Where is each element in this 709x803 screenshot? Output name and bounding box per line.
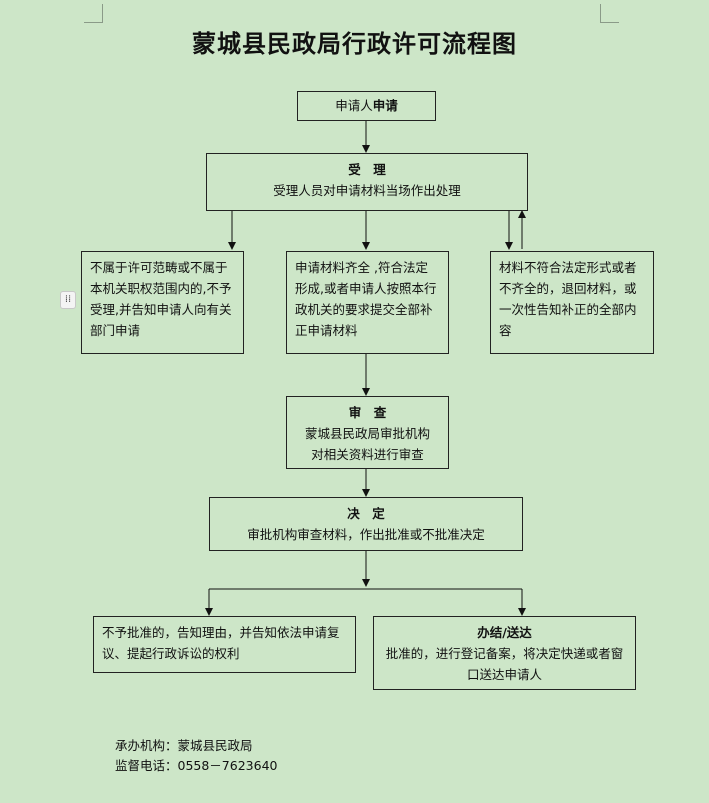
reject-text: 不予批准的，告知理由，并告知依法申请复议、提起行政诉讼的权利 bbox=[102, 625, 340, 661]
branch-right-text: 材料不符合法定形式或者不齐全的，退回材料，或一次性告知补正的全部内容 bbox=[499, 260, 637, 338]
decide-heading: 决 定 bbox=[347, 506, 385, 521]
branch-middle-text: 申请材料齐全 ,符合法定形成,或者申请人按照本行政机关的要求提交全部补正申请材料 bbox=[295, 260, 437, 338]
apply-box: 申请人申请 bbox=[297, 91, 436, 121]
accept-desc: 受理人员对申请材料当场作出处理 bbox=[273, 183, 461, 198]
page-title: 蒙城县民政局行政许可流程图 bbox=[192, 29, 517, 58]
review-box: 审 查 蒙城县民政局审批机构对相关资料进行审查 bbox=[286, 396, 449, 469]
review-heading: 审 查 bbox=[348, 405, 387, 420]
branch-middle-box: 申请材料齐全 ,符合法定形成,或者申请人按照本行政机关的要求提交全部补正申请材料 bbox=[286, 251, 449, 354]
footer-info: 承办机构：蒙城县民政局 监督电话：0558－7623640 bbox=[115, 736, 277, 776]
accept-box: 受 理 受理人员对申请材料当场作出处理 bbox=[206, 153, 528, 211]
branch-left-text: 不属于许可范畴或不属于本机关职权范围内的,不予受理,并告知申请人向有关部门申请 bbox=[90, 260, 232, 338]
decide-desc: 审批机构审查材料，作出批准或不批准决定 bbox=[247, 527, 485, 542]
branch-right-box: 材料不符合法定形式或者不齐全的，退回材料，或一次性告知补正的全部内容 bbox=[490, 251, 654, 354]
finish-box: 办结/送达 批准的，进行登记备案，将决定快递或者窗口送达申请人 bbox=[373, 616, 636, 690]
finish-desc: 批准的，进行登记备案，将决定快递或者窗口送达申请人 bbox=[385, 646, 624, 682]
footer-phone: 监督电话：0558－7623640 bbox=[115, 758, 278, 773]
accept-heading: 受 理 bbox=[348, 162, 386, 177]
apply-action: 申请 bbox=[372, 98, 398, 113]
footer-org: 承办机构：蒙城县民政局 bbox=[115, 738, 253, 753]
drag-handle-icon[interactable]: ⁞⁞ bbox=[60, 291, 76, 309]
review-desc: 蒙城县民政局审批机构对相关资料进行审查 bbox=[304, 426, 430, 462]
apply-prefix: 申请人 bbox=[335, 98, 373, 113]
page-corner-mark bbox=[600, 4, 619, 23]
page-corner-mark bbox=[84, 4, 103, 23]
reject-box: 不予批准的，告知理由，并告知依法申请复议、提起行政诉讼的权利 bbox=[93, 616, 356, 673]
branch-left-box: 不属于许可范畴或不属于本机关职权范围内的,不予受理,并告知申请人向有关部门申请 bbox=[81, 251, 244, 354]
finish-heading: 办结/送达 bbox=[477, 625, 532, 640]
decide-box: 决 定 审批机构审查材料，作出批准或不批准决定 bbox=[209, 497, 523, 551]
